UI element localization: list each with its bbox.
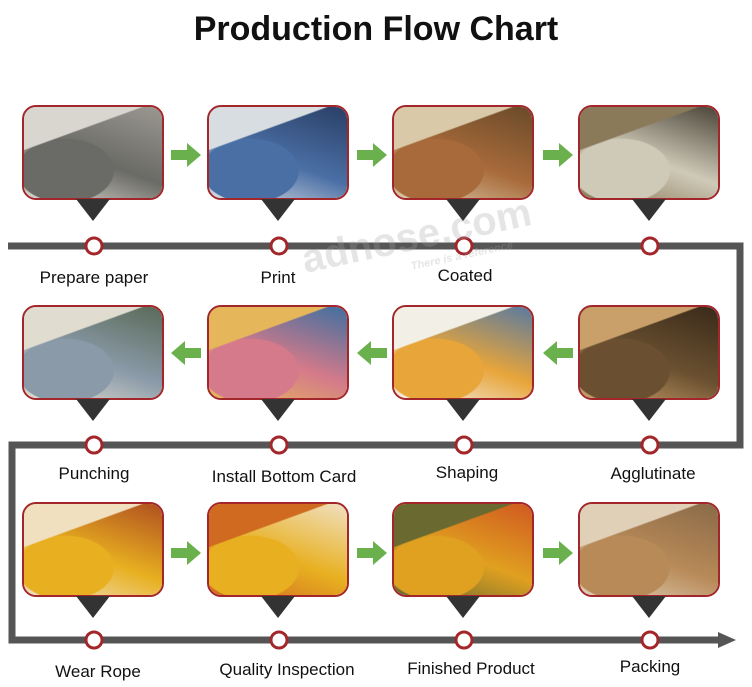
flow-node (454, 435, 474, 455)
photo-scene (394, 107, 532, 198)
photo-wear-rope (22, 502, 164, 597)
arrow-left-icon (357, 341, 387, 365)
arrow-right-icon (171, 143, 201, 167)
pointer-down-icon (76, 399, 110, 421)
flow-node (640, 236, 660, 256)
photo-coated (392, 105, 534, 200)
photo-agglutinate-1 (578, 105, 720, 200)
pointer-down-icon (76, 596, 110, 618)
pointer-down-icon (446, 596, 480, 618)
photo-scene (580, 307, 718, 398)
photo-print (207, 105, 349, 200)
step-label-wear-rope: Wear Rope (55, 662, 141, 681)
photo-quality-inspection (207, 502, 349, 597)
photo-agglutinate-2 (578, 305, 720, 400)
flow-node (454, 236, 474, 256)
flow-node (84, 435, 104, 455)
step-label-agglutinate: Agglutinate (610, 464, 696, 483)
pointer-down-icon (632, 596, 666, 618)
step-label-finished-product: Finished Product (407, 659, 535, 678)
pointer-down-icon (446, 399, 480, 421)
flow-node (269, 435, 289, 455)
step-label-install-bottom-card: Install Bottom Card (211, 467, 357, 486)
photo-scene (24, 504, 162, 595)
flow-node (269, 236, 289, 256)
flow-node (84, 236, 104, 256)
arrow-left-icon (543, 341, 573, 365)
photo-scene (394, 504, 532, 595)
photo-scene (580, 504, 718, 595)
photo-punching (22, 305, 164, 400)
pointer-down-icon (446, 199, 480, 221)
arrow-right-icon (543, 541, 573, 565)
step-label-print: Print (260, 268, 296, 287)
pointer-down-icon (632, 399, 666, 421)
page-title: Production Flow Chart (193, 10, 559, 48)
photo-scene (209, 504, 347, 595)
photo-install-bottom-card (207, 305, 349, 400)
arrow-right-icon (357, 541, 387, 565)
photo-scene (580, 107, 718, 198)
flow-node (269, 630, 289, 650)
arrow-left-icon (171, 341, 201, 365)
step-label-coated: Coated (437, 266, 493, 285)
pointer-down-icon (261, 399, 295, 421)
flow-node (454, 630, 474, 650)
photo-scene (394, 307, 532, 398)
photo-scene (24, 107, 162, 198)
flow-node (640, 630, 660, 650)
pointer-down-icon (261, 199, 295, 221)
photo-scene (209, 107, 347, 198)
pointer-down-icon (632, 199, 666, 221)
flow-node (640, 435, 660, 455)
step-label-prepare-paper: Prepare paper (39, 268, 149, 287)
arrow-right-icon (543, 143, 573, 167)
step-label-packing: Packing (619, 657, 681, 676)
step-label-quality-inspection: Quality Inspection (219, 660, 355, 679)
photo-packing (578, 502, 720, 597)
photo-scene (24, 307, 162, 398)
step-label-punching: Punching (58, 464, 130, 483)
photo-prepare-paper (22, 105, 164, 200)
arrow-right-icon (357, 143, 387, 167)
arrow-right-icon (171, 541, 201, 565)
photo-shaping (392, 305, 534, 400)
photo-finished-product (392, 502, 534, 597)
flow-node (84, 630, 104, 650)
step-label-shaping: Shaping (435, 463, 499, 482)
photo-scene (209, 307, 347, 398)
pointer-down-icon (261, 596, 295, 618)
pointer-down-icon (76, 199, 110, 221)
